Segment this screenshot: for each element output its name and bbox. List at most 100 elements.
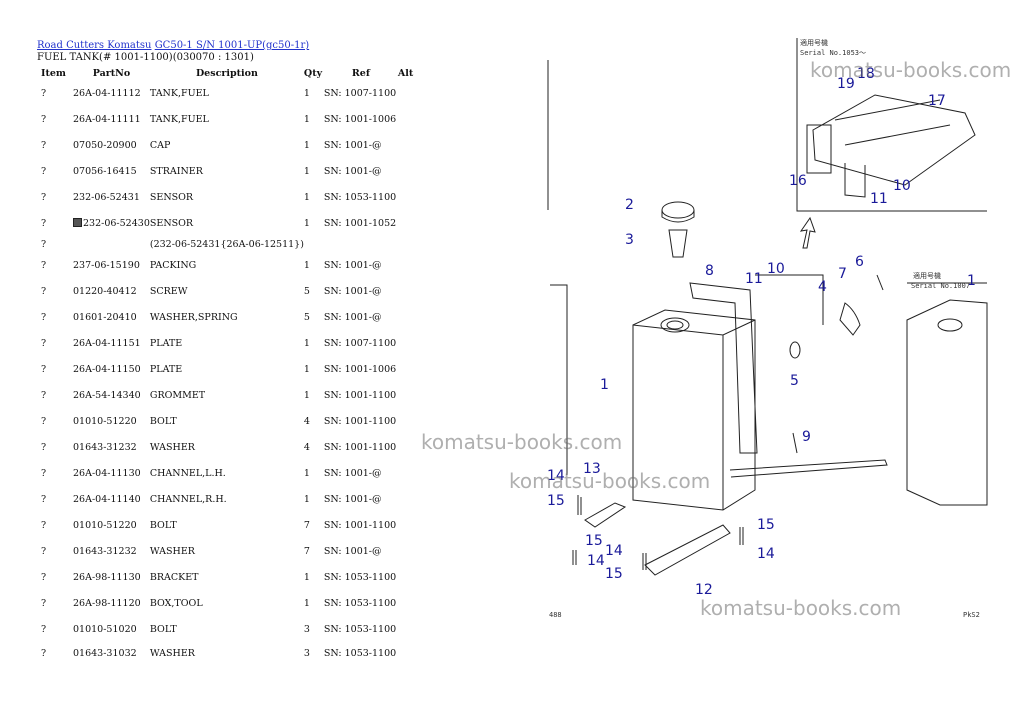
- cell-partno: 26A-98-11120: [73, 590, 150, 616]
- cell-description-text: BRACKET: [149, 571, 199, 583]
- cell-ref-text: SN: 1001-1006: [323, 113, 397, 125]
- cell-partno-text: 26A-04-11140: [73, 493, 141, 505]
- cell-item-text: ?: [41, 311, 47, 323]
- parts-table: Item PartNo Description Qty Ref Alt ?26A…: [35, 66, 428, 664]
- cell-partno-text: 26A-04-11151: [73, 337, 141, 349]
- cell-description-text: (232-06-52431{26A-06-12511}): [149, 238, 304, 250]
- cell-item: ?: [35, 434, 73, 460]
- cell-qty-text: 3: [303, 623, 310, 635]
- cell-alt: [398, 460, 428, 486]
- cell-item-text: ?: [41, 113, 47, 125]
- cell-ref-text: SN: 1001-1100: [323, 389, 397, 401]
- cell-qty-text: 1: [303, 113, 310, 125]
- cell-description-text: WASHER,SPRING: [149, 311, 238, 323]
- sensor-7: [839, 302, 861, 336]
- cell-description-text: CAP: [149, 139, 171, 151]
- cell-qty-text: 1: [303, 165, 310, 177]
- cell-ref: SN: 1001-1100: [324, 512, 398, 538]
- cell-ref: [324, 236, 398, 252]
- cell-alt: [398, 184, 428, 210]
- cell-ref-text: SN: 1007-1100: [323, 337, 397, 349]
- cell-ref-text: SN: 1001-1100: [323, 441, 397, 453]
- cell-item: ?: [35, 538, 73, 564]
- cell-partno: 26A-04-11150: [73, 356, 150, 382]
- cell-partno: 01010-51220: [73, 408, 150, 434]
- cell-ref-text: SN: 1001-@: [323, 467, 382, 479]
- cell-description: PLATE: [150, 330, 304, 356]
- cell-ref: SN: 1001-1100: [324, 382, 398, 408]
- cell-partno-text: 26A-54-14340: [73, 389, 141, 401]
- cell-alt: [398, 356, 428, 382]
- cell-partno: [73, 236, 150, 252]
- cell-ref-text: SN: 1007-1100: [323, 87, 397, 99]
- cell-qty: 1: [304, 590, 324, 616]
- cell-qty-text: 5: [303, 285, 310, 297]
- cell-alt: [398, 278, 428, 304]
- callout-11b: 11: [870, 191, 888, 207]
- cell-ref-text: SN: 1001-@: [323, 311, 382, 323]
- callout-14b: 14: [605, 543, 623, 559]
- cell-alt: [398, 590, 428, 616]
- cell-item-text: ?: [41, 285, 47, 297]
- cell-partno-text: 26A-04-11130: [73, 467, 141, 479]
- callout-16: 16: [789, 173, 807, 189]
- strainer-3: [668, 229, 688, 258]
- callout-19: 19: [837, 76, 855, 92]
- cell-partno-text: 01010-51220: [73, 519, 137, 531]
- callout-17: 17: [928, 93, 946, 109]
- cell-description: GROMMET: [150, 382, 304, 408]
- cell-item-text: ?: [41, 623, 47, 635]
- cell-partno-text: 07056-16415: [73, 165, 137, 177]
- cell-partno: 07050-20900: [73, 132, 150, 158]
- callout-10: 10: [767, 261, 785, 277]
- cell-partno-text: 26A-04-11150: [73, 363, 141, 375]
- cell-description-text: WASHER: [149, 441, 195, 453]
- cell-description: BOLT: [150, 408, 304, 434]
- cell-qty-text: 1: [303, 259, 310, 271]
- cell-item-text: ?: [41, 165, 47, 177]
- inset-top-bracket: [812, 94, 976, 186]
- cell-partno-text: 01643-31232: [73, 441, 137, 453]
- callout-10b: 10: [893, 178, 911, 194]
- cell-item-text: ?: [41, 647, 47, 659]
- cell-item-text: ?: [41, 597, 47, 609]
- cell-partno-text: 01010-51220: [73, 415, 137, 427]
- cell-partno: 26A-04-11140: [73, 486, 150, 512]
- cell-partno: 01643-31232: [73, 538, 150, 564]
- cell-description: TANK,FUEL: [150, 80, 304, 106]
- cell-item: ?: [35, 330, 73, 356]
- cell-partno-text: 01220-40412: [73, 285, 137, 297]
- cell-qty-text: 1: [303, 597, 310, 609]
- channel-12: [644, 524, 731, 576]
- cell-item-text: ?: [41, 571, 47, 583]
- cell-item-text: ?: [41, 519, 47, 531]
- cell-qty: 1: [304, 564, 324, 590]
- grommet-5: [789, 341, 801, 359]
- cell-qty-text: 1: [303, 87, 310, 99]
- cell-item-text: ?: [41, 415, 47, 427]
- cell-alt: [398, 512, 428, 538]
- cell-ref: SN: 1001-@: [324, 538, 398, 564]
- cell-alt: [398, 564, 428, 590]
- header-qty: Qty: [303, 67, 323, 79]
- breadcrumb-link-road-cutters[interactable]: Road Cutters Komatsu: [37, 40, 152, 51]
- cell-qty-text: 1: [303, 217, 310, 229]
- cell-partno: 237-06-15190: [73, 252, 150, 278]
- cell-description-text: BOLT: [149, 623, 177, 635]
- breadcrumb-link-model[interactable]: GC50-1 S/N 1001-UP(gc50-1r): [154, 40, 310, 51]
- callout-5: 5: [790, 373, 799, 389]
- callout-2: 2: [625, 197, 634, 213]
- watermark: komatsu-books.com: [421, 430, 623, 454]
- cell-ref-text: SN: 1001-@: [323, 545, 382, 557]
- cell-partno-text: 07050-20900: [73, 139, 137, 151]
